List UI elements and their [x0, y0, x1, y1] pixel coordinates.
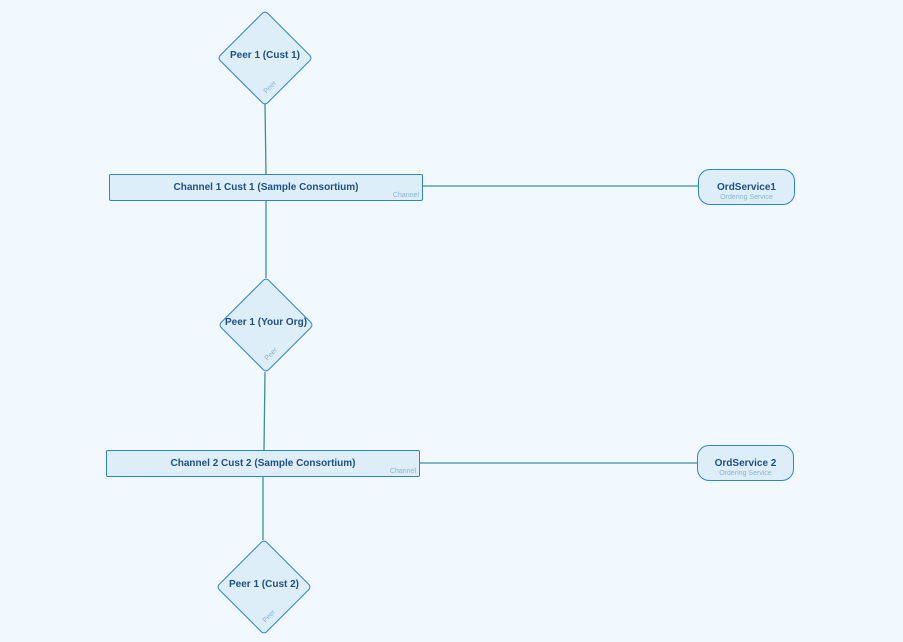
peer-label: Peer 1 (Cust 1) — [229, 50, 301, 61]
ordering-service-type-tag: Ordering Service — [719, 470, 772, 477]
channel-type-tag: Channel — [392, 192, 419, 199]
peer-label: Peer 1 (Cust 2) — [228, 579, 300, 590]
peer-node-your-org[interactable]: Peer 1 (Your Org) Peer — [217, 276, 315, 374]
ordering-service-node-1[interactable]: OrdService1 Ordering Service — [698, 169, 795, 205]
peer-label: Peer 1 (Your Org) — [224, 317, 308, 328]
ordering-service-node-2[interactable]: OrdService 2 Ordering Service — [697, 445, 794, 481]
channel-type-tag: Channel — [389, 468, 416, 475]
connector-peer-cust1-to-channel1 — [264, 103, 267, 175]
peer-node-cust2[interactable]: Peer 1 (Cust 2) Peer — [215, 538, 313, 636]
channel-label: Channel 1 Cust 1 (Sample Consortium) — [173, 182, 359, 193]
channel-label: Channel 2 Cust 2 (Sample Consortium) — [170, 458, 356, 469]
peer-node-cust1[interactable]: Peer 1 (Cust 1) Peer — [216, 9, 314, 107]
connector-peer-your-org-to-channel2 — [263, 371, 266, 451]
ordering-service-type-tag: Ordering Service — [720, 194, 773, 201]
ordering-service-label: OrdService 2 — [714, 458, 777, 469]
channel-node-1[interactable]: Channel 1 Cust 1 (Sample Consortium) Cha… — [109, 174, 423, 201]
ordering-service-label: OrdService1 — [717, 182, 776, 193]
channel-node-2[interactable]: Channel 2 Cust 2 (Sample Consortium) Cha… — [106, 450, 420, 477]
